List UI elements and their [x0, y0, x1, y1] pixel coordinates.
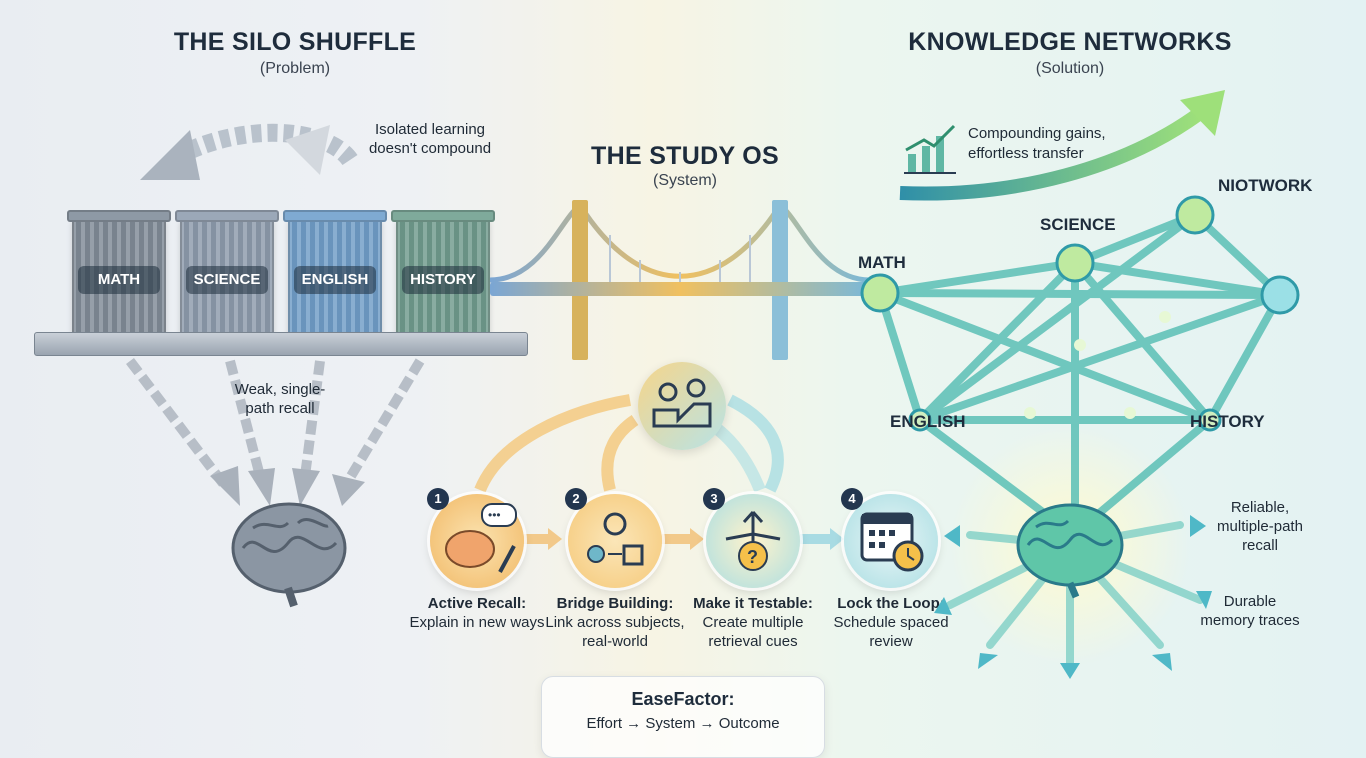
step-3-number: 3: [703, 488, 725, 510]
silo-label-math: MATH: [78, 266, 160, 294]
silo-box-english: ENGLISH: [283, 210, 387, 336]
svg-text:?: ?: [747, 547, 758, 567]
question-arrows-icon: ?: [725, 510, 781, 571]
easefactor-title: EaseFactor:: [631, 689, 735, 709]
step-3-desc: Create multiple retrieval cues: [702, 614, 804, 650]
step-4-desc: Schedule spaced review: [833, 614, 949, 650]
node-label-niotwork: NIOTWORK: [1218, 176, 1313, 195]
isolated-note: Isolated learning doesn't compound: [368, 121, 492, 157]
box-lid: [67, 210, 171, 222]
silo-subtitle: (Problem): [259, 60, 331, 77]
silo-box-math: MATH: [67, 210, 171, 336]
network-subtitle: (Solution): [1035, 60, 1105, 77]
easefactor-card: EaseFactor: Effort → System → Outcome: [541, 676, 825, 758]
brain-icon-glowing: [1016, 503, 1124, 599]
step-1-desc: Explain in new ways: [409, 614, 545, 631]
silo-label-english: ENGLISH: [294, 266, 376, 294]
step-2-number: 2: [565, 488, 587, 510]
step-4-text: Lock the Loop: Schedule spaced review: [816, 594, 966, 651]
step-1-text: Active Recall: Explain in new ways: [402, 594, 552, 632]
silo-box-history: HISTORY: [391, 210, 495, 336]
silo-label-science: SCIENCE: [186, 266, 268, 294]
step-4-title: Lock the Loop:: [837, 595, 945, 612]
step-2-desc: Link across subjects, real-world: [545, 614, 685, 650]
people-icon: [652, 378, 712, 428]
step-3-title: Make it Testable:: [693, 595, 813, 612]
reliable-recall-note: Reliable, multiple-path recall: [1217, 499, 1303, 554]
weak-recall-note: Weak, single-path recall: [234, 381, 326, 417]
silo-box-science: SCIENCE: [175, 210, 279, 336]
converging-arrows: [126, 357, 425, 506]
silo-title: THE SILO SHUFFLE: [173, 28, 417, 56]
brain-speech-icon: •••: [445, 503, 517, 573]
step-1-title: Active Recall:: [427, 595, 527, 612]
box-lid: [283, 210, 387, 222]
node-label-math: MATH: [858, 253, 906, 272]
step-2-circle: [568, 494, 662, 588]
loop-arrows: [474, 394, 784, 493]
silo-shelf: [34, 332, 528, 356]
step-1-number: 1: [427, 488, 449, 510]
collaboration-hub-icon: [638, 362, 726, 450]
svg-text:•••: •••: [488, 508, 501, 522]
brain-icon-grey: [231, 502, 347, 608]
step-1-circle: •••: [430, 494, 524, 588]
easefactor-desc: Effort → System → Outcome: [586, 715, 780, 732]
step-3-text: Make it Testable: Create multiple retrie…: [678, 594, 828, 651]
gear-link-icon: [587, 512, 644, 566]
studyos-title: THE STUDY OS: [591, 142, 779, 170]
box-lid: [391, 210, 495, 222]
box-lid: [175, 210, 279, 222]
step-arrows: [518, 528, 844, 550]
durable-traces-note: Durable memory traces: [1200, 593, 1300, 629]
step-3-circle: ?: [706, 494, 800, 588]
calendar-clock-icon: [860, 512, 924, 572]
silo-label-history: HISTORY: [402, 266, 484, 294]
node-label-history: HISTORY: [1190, 412, 1265, 431]
circular-arrow-icon: [140, 123, 358, 180]
gains-note: Compounding gains, effortless transfer: [968, 125, 1106, 162]
step-4-circle: [844, 494, 938, 588]
up-arrow-icon: [285, 125, 330, 175]
growth-arrow-icon: [899, 90, 1225, 201]
step-2-text: Bridge Building: Link across subjects, r…: [540, 594, 690, 651]
step-2-title: Bridge Building:: [556, 595, 674, 612]
node-label-science: SCIENCE: [1040, 215, 1116, 234]
step-4-number: 4: [841, 488, 863, 510]
node-label-english: ENGLISH: [890, 412, 966, 431]
studyos-subtitle: (System): [653, 172, 717, 189]
network-title: KNOWLEDGE NETWORKS: [908, 28, 1232, 56]
bridge-icon: [489, 200, 871, 360]
knowledge-network-graph: [860, 195, 1300, 679]
bar-chart-icon: [904, 124, 956, 174]
